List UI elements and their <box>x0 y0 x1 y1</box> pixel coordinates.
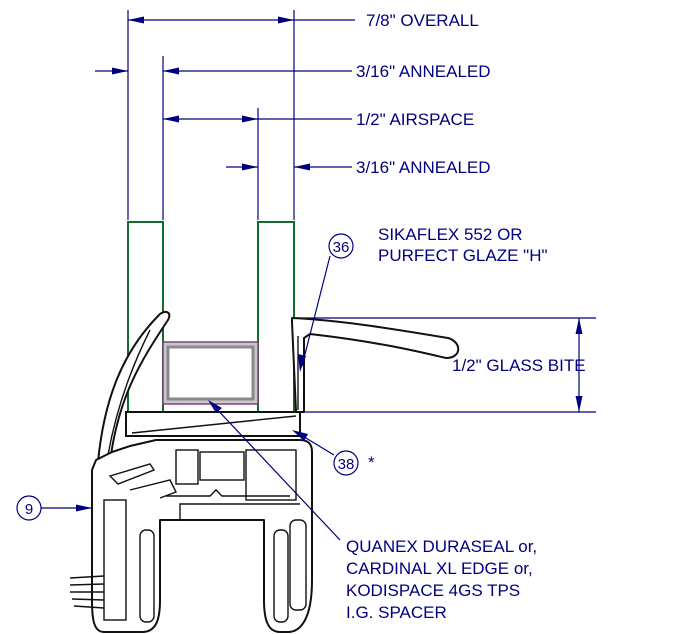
sealant-note-line-1: SIKAFLEX 552 OR <box>378 225 523 244</box>
weather-strip-fibers <box>69 575 105 609</box>
ig-spacer <box>162 341 259 405</box>
inner-glass-pane <box>257 221 295 413</box>
glazing-gasket <box>97 311 171 463</box>
callout-9: 9 <box>16 495 92 521</box>
dimension-inner-pane: 3/16" ANNEALED <box>226 158 491 177</box>
dimension-outer-pane: 3/16" ANNEALED <box>95 62 491 81</box>
spacer-note-line-1: QUANEX DURASEAL or, <box>346 537 537 556</box>
sealant-note: SIKAFLEX 552 OR PURFECT GLAZE "H" <box>378 225 548 265</box>
overall-dimension-label: 7/8" OVERALL <box>366 11 479 30</box>
callout-36-number: 36 <box>333 239 350 256</box>
spacer-note: QUANEX DURASEAL or, CARDINAL XL EDGE or,… <box>346 537 537 622</box>
setting-block <box>125 411 301 437</box>
dimension-glass-bite: 1/2" GLASS BITE <box>452 318 586 412</box>
callout-38-number: 38 <box>338 456 355 473</box>
glass-bite-label: 1/2" GLASS BITE <box>452 356 586 375</box>
callout-38: 38 * <box>292 430 375 476</box>
inner-pane-label: 3/16" ANNEALED <box>356 158 491 177</box>
dimension-overall: 7/8" OVERALL <box>128 11 479 30</box>
sealant-note-line-2: PURFECT GLAZE "H" <box>378 246 548 265</box>
callout-36: 36 <box>298 233 354 372</box>
spacer-note-line-2: CARDINAL XL EDGE or, <box>346 559 533 578</box>
frame-extrusion <box>91 439 313 633</box>
spacer-note-line-4: I.G. SPACER <box>346 603 447 622</box>
dimension-airspace: 1/2" AIRSPACE <box>163 110 474 129</box>
callout-9-number: 9 <box>25 501 33 518</box>
glazing-stop <box>291 317 460 413</box>
spacer-note-line-3: KODISPACE 4GS TPS <box>346 581 520 600</box>
extension-lines <box>127 10 596 413</box>
spacer-leader <box>208 400 341 541</box>
airspace-label: 1/2" AIRSPACE <box>356 110 474 129</box>
setting-block-asterisk: * <box>368 453 375 472</box>
outer-pane-label: 3/16" ANNEALED <box>356 62 491 81</box>
